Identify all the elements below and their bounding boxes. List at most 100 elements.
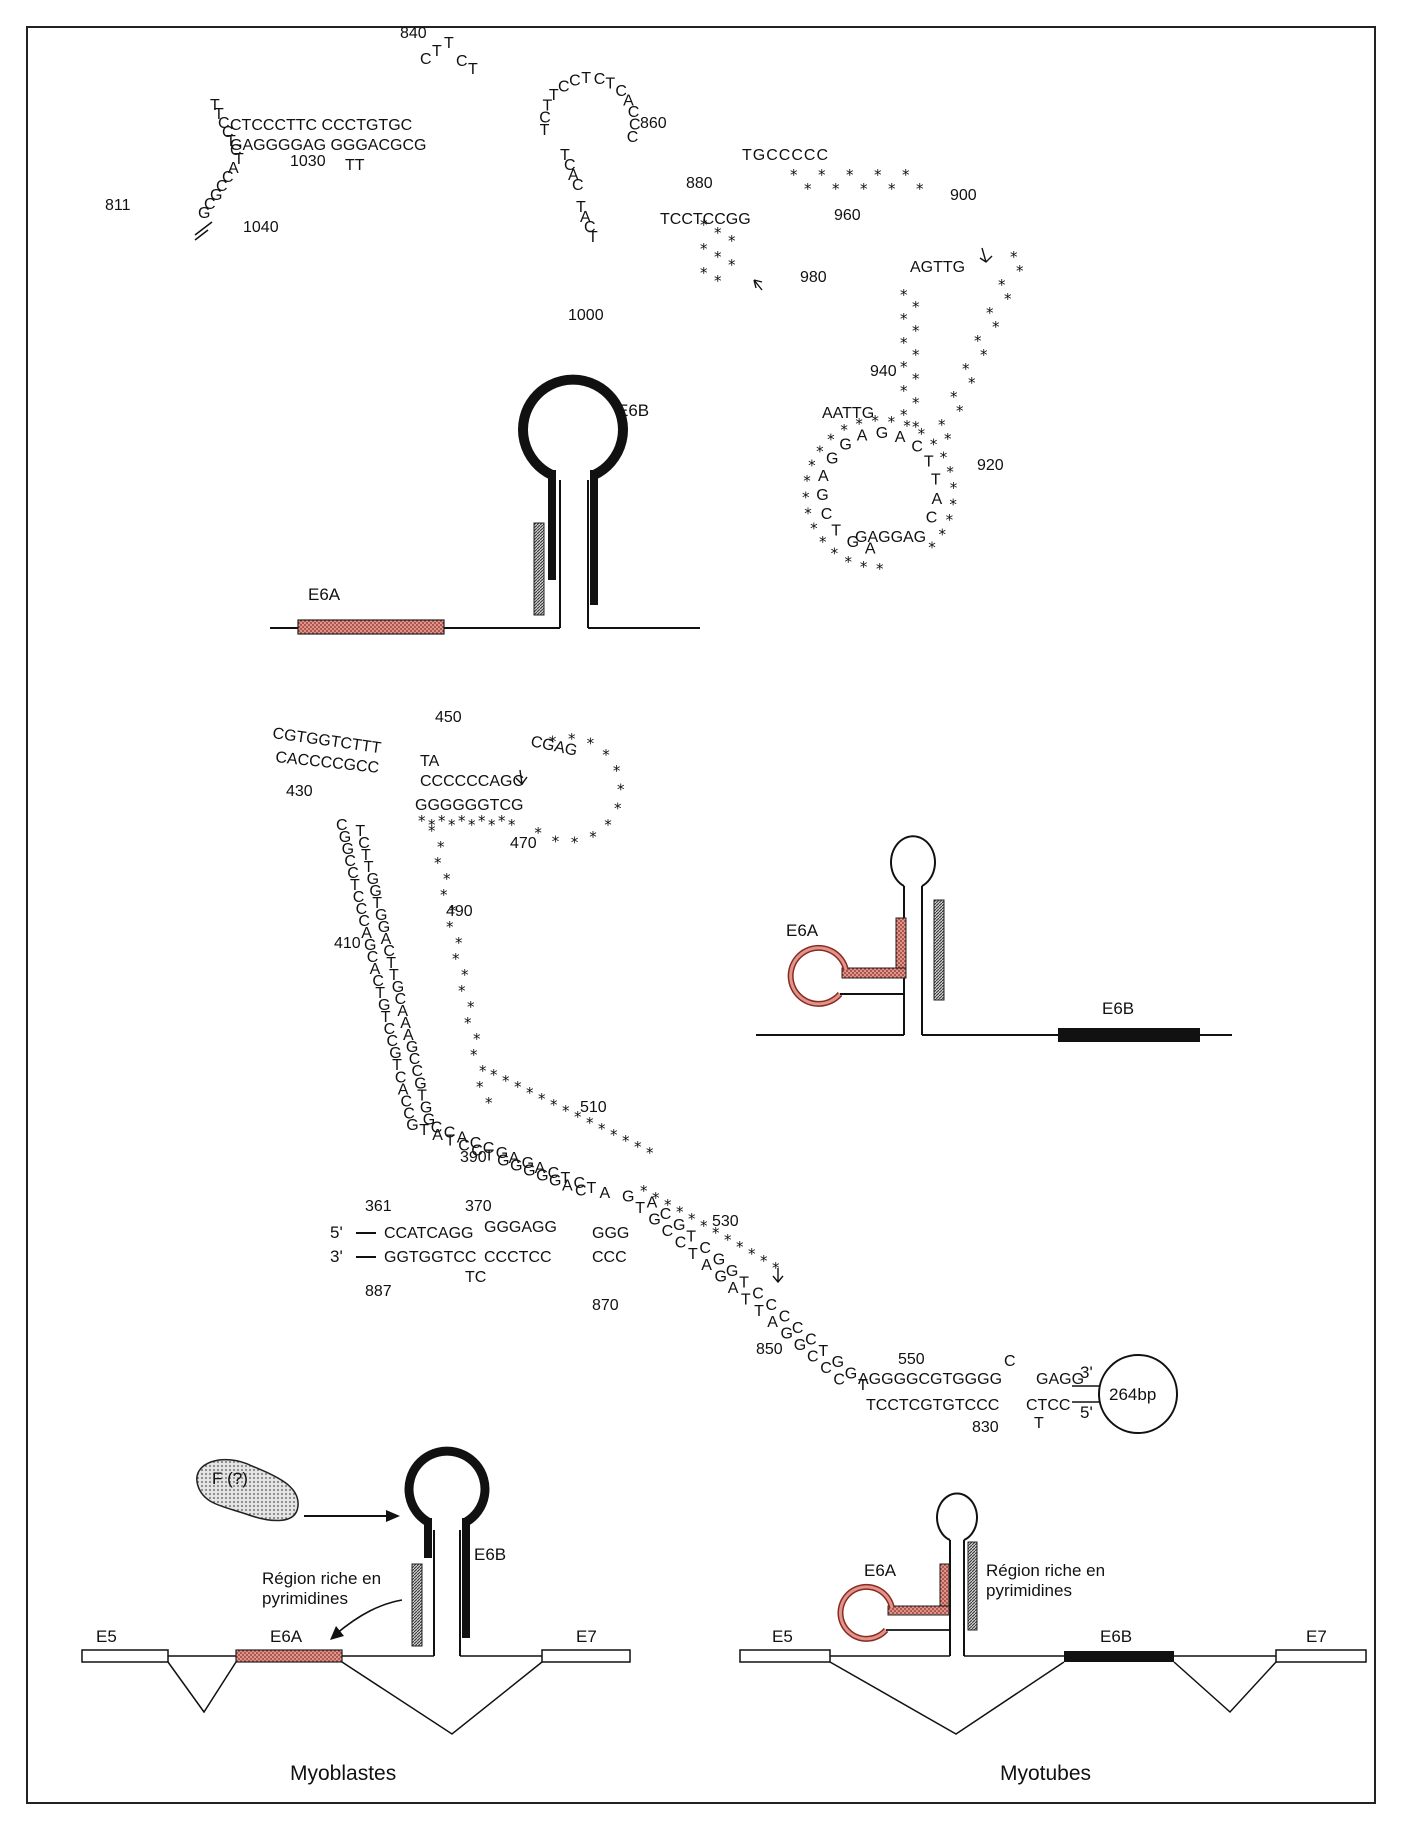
nucleotide-letter: C <box>218 115 230 132</box>
nucleotide-letter: C <box>367 949 379 966</box>
label-e6b: E6B <box>474 1545 506 1564</box>
nucleotide-letter: T <box>858 1377 868 1394</box>
nucleotide-letter: C <box>627 129 639 146</box>
label-e6b: E6B <box>617 401 649 420</box>
protection-mark: * <box>712 1224 720 1242</box>
nucleotide-letter: T <box>588 229 598 246</box>
protection-mark: * <box>804 180 812 198</box>
seq-ggtggtcc: GGTGGTCC <box>384 1249 476 1266</box>
protection-mark: * <box>488 816 496 834</box>
protection-mark: * <box>918 425 926 443</box>
protection-mark: * <box>467 998 475 1016</box>
protection-mark: * <box>602 746 610 764</box>
nucleotide-letter: C <box>470 1135 482 1152</box>
protection-mark: * <box>434 854 442 872</box>
protection-mark: * <box>700 240 708 258</box>
nucleotide-letter: A <box>397 1003 408 1020</box>
exon-e6a-box <box>297 619 445 635</box>
protection-mark: * <box>900 334 908 352</box>
nucleotide-letter: A <box>457 1130 468 1147</box>
seq-ctcc: CTCC <box>1026 1397 1070 1414</box>
nucleotide-letter: T <box>605 75 615 92</box>
nucleotide-letter: T <box>355 823 365 840</box>
nucleotide-letter: G <box>832 1354 844 1371</box>
nucleotide-letter: G <box>367 871 379 888</box>
protection-mark: * <box>956 402 964 420</box>
seq-hairpin-right-b: TCCTCCGG <box>660 211 751 228</box>
splice-junction <box>167 1661 237 1714</box>
nucleotide-letter: T <box>468 61 478 78</box>
protection-mark: * <box>998 276 1006 294</box>
strand-3prime-label: 3' <box>330 1247 343 1266</box>
protection-mark: * <box>930 435 938 453</box>
protection-mark: * <box>464 1014 472 1032</box>
nucleotide-letter: T <box>375 985 385 1002</box>
protection-mark: * <box>827 431 835 449</box>
protection-mark: * <box>912 370 920 388</box>
label-e7: E7 <box>576 1627 597 1646</box>
nucleotide-letter: C <box>572 177 584 194</box>
nucleotide-letter: G <box>342 841 354 858</box>
protection-mark: * <box>485 1094 493 1112</box>
protection-mark: * <box>962 360 970 378</box>
seq-bulge-tt: TT <box>345 157 365 174</box>
nucleotide-letter: G <box>826 450 838 467</box>
strand-5prime-end: 5' <box>1080 1403 1093 1422</box>
nucleotide-letter: T <box>381 1009 391 1026</box>
nucleotide-letter: G <box>423 1111 435 1128</box>
pos-530: 530 <box>712 1213 739 1230</box>
nucleotide-letter: C <box>412 1063 424 1080</box>
protection-mark: * <box>728 256 736 274</box>
seq-gggagg: GGGAGG <box>484 1219 557 1236</box>
seq-hairpin-right-a: TGCCCCC <box>742 147 829 164</box>
nucleotide-letter: T <box>444 35 454 52</box>
seq-ccctcc: CCCTCC <box>484 1249 552 1266</box>
nucleotide-letter: C <box>675 1234 687 1251</box>
seq-ta: TA <box>420 753 440 770</box>
nucleotide-letter: C <box>222 124 234 141</box>
nucleotide-letter: G <box>375 907 387 924</box>
nucleotide-letter: G <box>794 1337 806 1354</box>
nucleotide-letter: T <box>361 847 371 864</box>
loop-size-label: 264bp <box>1109 1385 1156 1404</box>
protection-mark: * <box>986 304 994 322</box>
nucleotide-letter: C <box>344 853 356 870</box>
pos-390: 390 <box>460 1149 487 1166</box>
nucleotide-letter: C <box>483 1140 495 1157</box>
nucleotide-letter: G <box>497 1152 509 1169</box>
top-protected-marks: ****************************************… <box>700 166 1024 578</box>
protection-mark: * <box>831 545 839 563</box>
protection-mark: * <box>912 346 920 364</box>
nucleotide-letter: G <box>339 829 351 846</box>
nucleotide-letter: C <box>805 1331 817 1348</box>
nucleotide-letter: T <box>754 1303 764 1320</box>
nucleotide-letter: C <box>548 1165 560 1182</box>
nucleotide-letter: C <box>358 913 370 930</box>
e6b-small-loop <box>890 835 936 887</box>
e6a-stem-horizontal <box>841 967 907 979</box>
protection-mark: * <box>714 272 722 290</box>
strand-break-mark <box>194 221 213 241</box>
pointer-arrow <box>335 1599 403 1635</box>
nucleotide-letter: A <box>728 1280 739 1297</box>
nucleotide-letter: G <box>648 1212 660 1229</box>
cleavage-arrow-icon <box>979 247 993 263</box>
seq-ccc: CCC <box>592 1249 627 1266</box>
nucleotide-letter: C <box>395 1069 407 1086</box>
protection-mark: * <box>458 982 466 1000</box>
protection-mark: * <box>479 1062 487 1080</box>
protection-mark: * <box>514 1078 522 1096</box>
splice-junction <box>341 1661 543 1735</box>
protection-mark: * <box>449 902 457 920</box>
nucleotide-letter: G <box>715 1269 727 1286</box>
protection-mark: * <box>860 558 868 576</box>
nucleotide-letter: A <box>600 1185 611 1202</box>
protection-mark: * <box>437 838 445 856</box>
protection-mark: * <box>900 310 908 328</box>
exon-e7-box <box>541 1649 631 1663</box>
nucleotide-letter: G <box>389 1045 401 1062</box>
exon-e6a-box <box>235 1649 343 1663</box>
nucleotide-letter: G <box>406 1039 418 1056</box>
e6b-stem-left <box>548 470 556 580</box>
protection-mark: * <box>845 553 853 571</box>
